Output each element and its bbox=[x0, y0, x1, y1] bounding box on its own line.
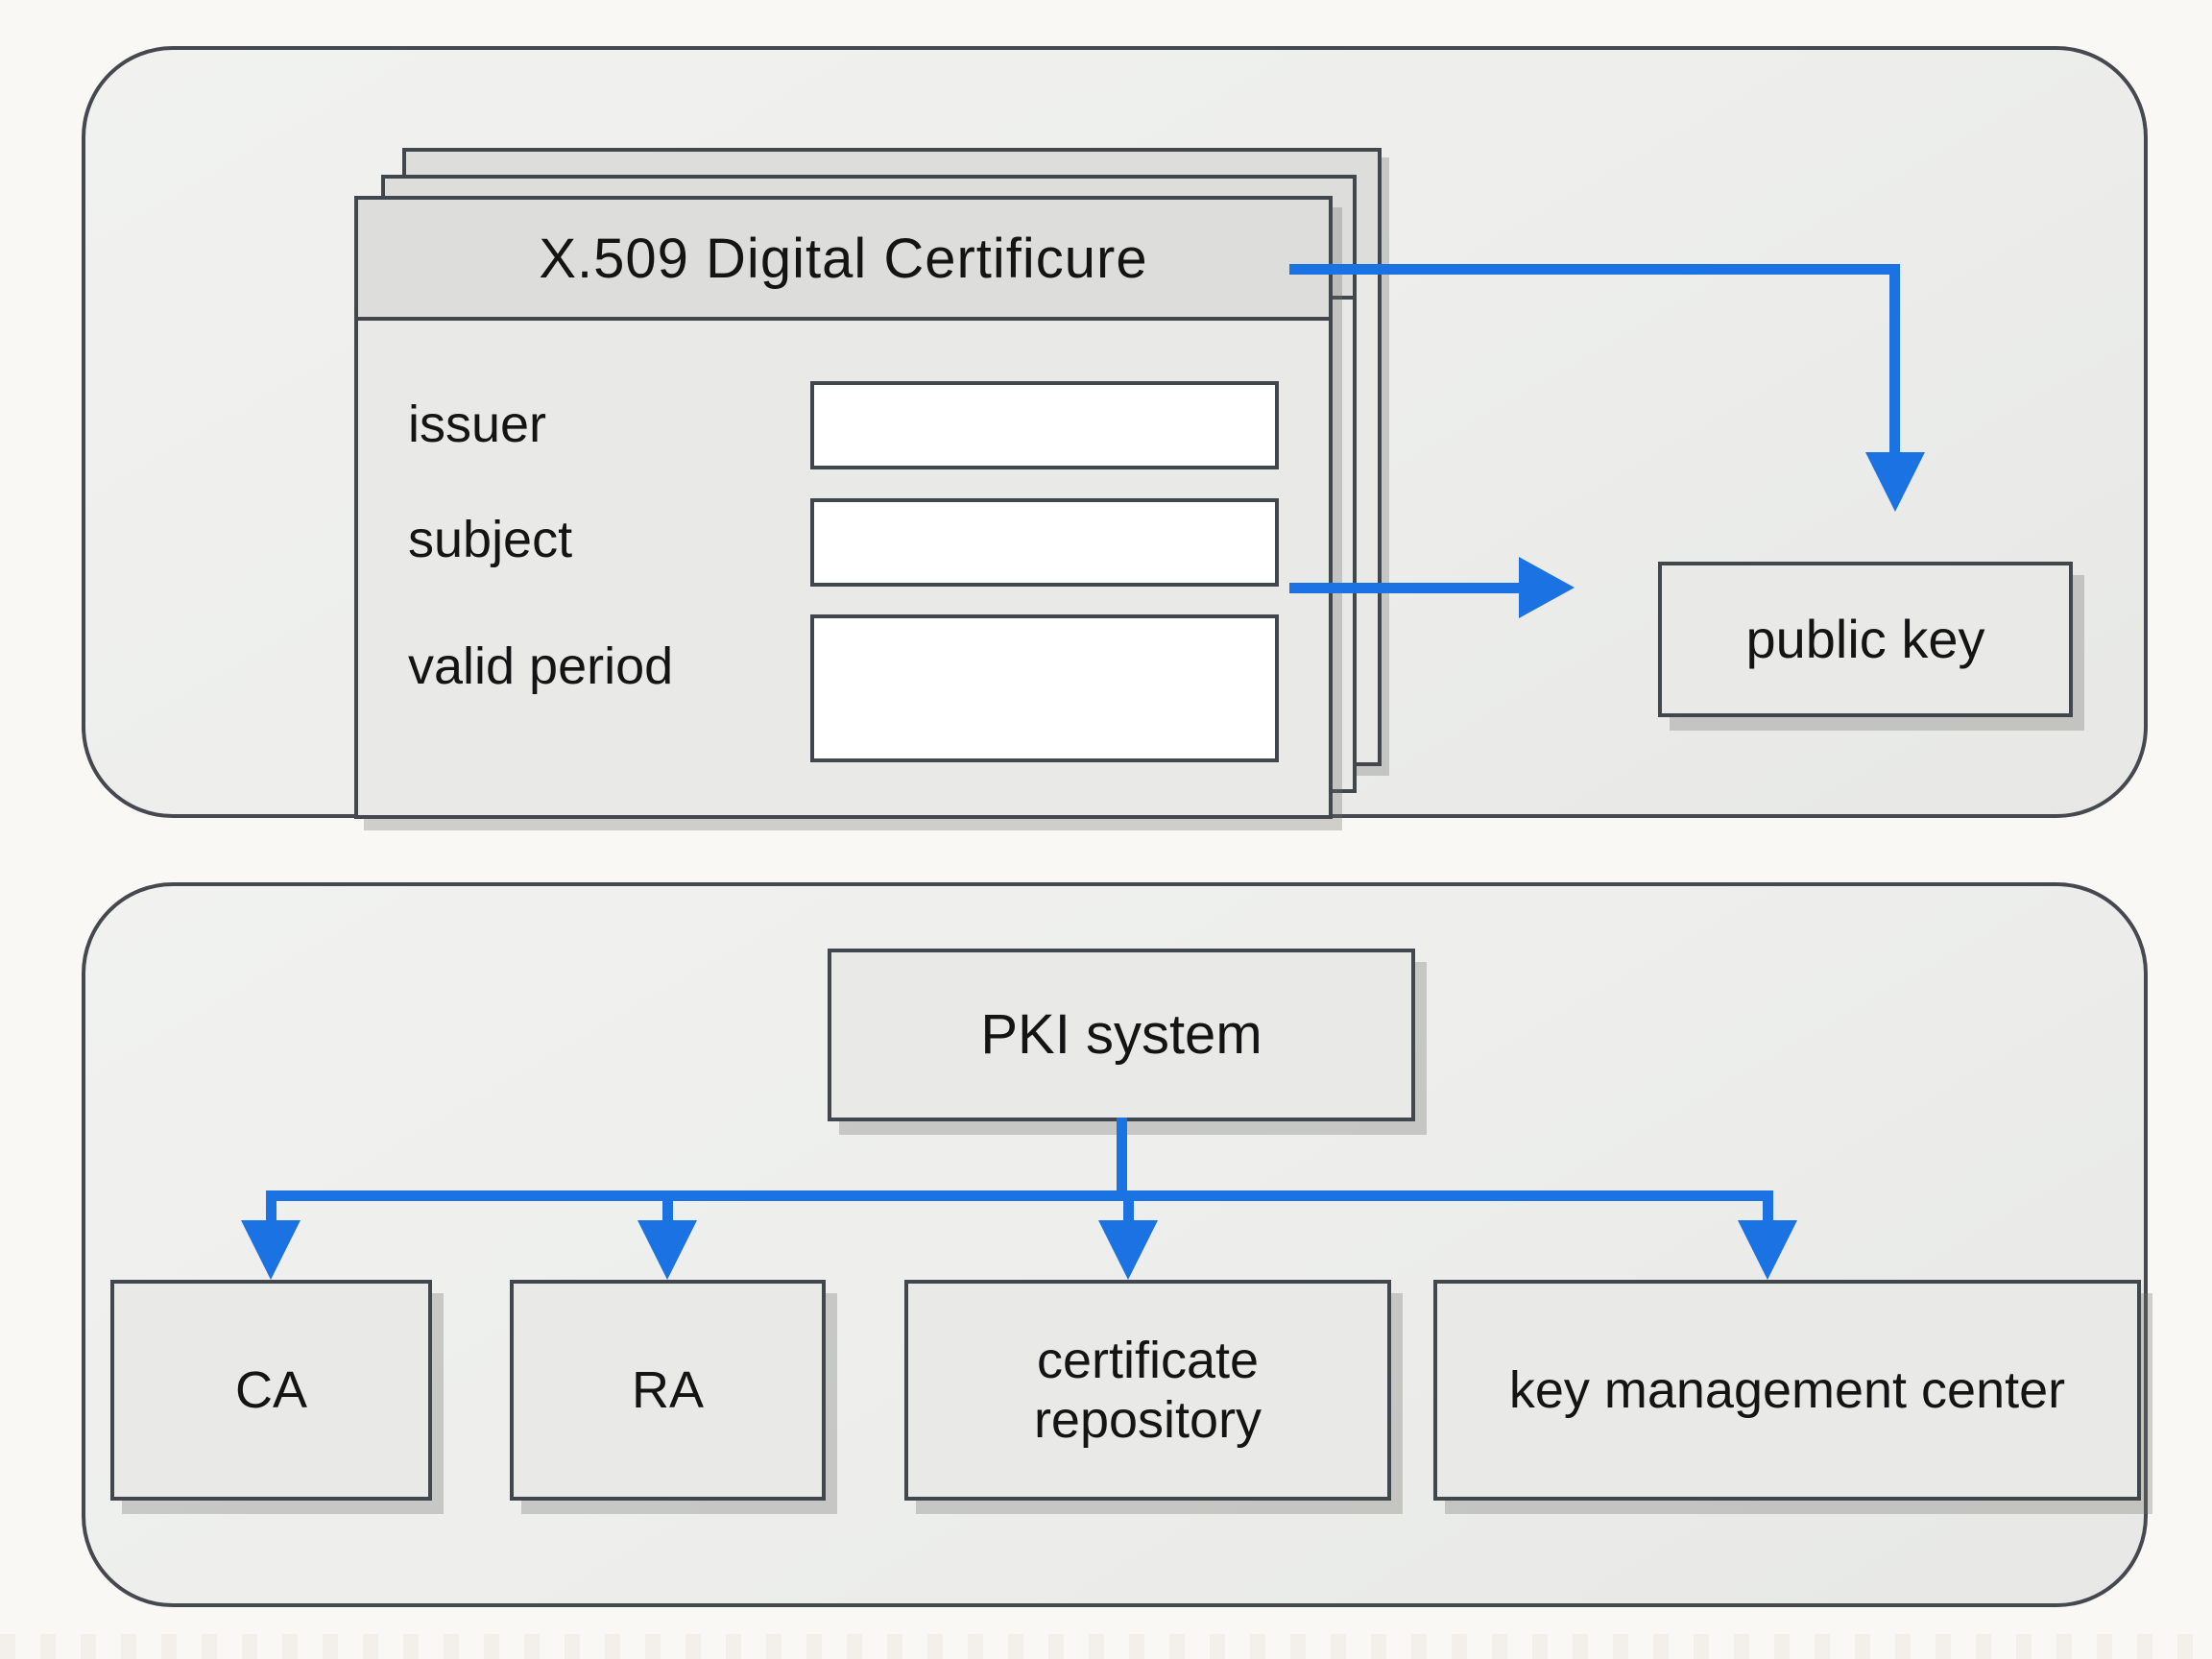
arrowhead-down-icon bbox=[241, 1220, 301, 1280]
connector-bus bbox=[266, 1190, 1773, 1201]
arrowhead-down-icon bbox=[1098, 1220, 1158, 1280]
arrow-segment bbox=[1289, 583, 1520, 593]
connector-drop bbox=[1763, 1190, 1773, 1227]
arrowhead-down-icon bbox=[1865, 452, 1925, 512]
certificate-title-bar: X.509 Digital Certificure bbox=[358, 200, 1329, 321]
arrowhead-right-icon bbox=[1519, 557, 1575, 618]
public-key-box: public key bbox=[1658, 562, 2073, 717]
subject-value-box bbox=[810, 498, 1279, 587]
pki-system-label: PKI system bbox=[980, 1002, 1262, 1066]
connector-drop bbox=[266, 1190, 276, 1227]
arrow-segment bbox=[1289, 264, 1899, 275]
issuer-field-label: issuer bbox=[408, 396, 547, 453]
bottom-noise-strip bbox=[0, 1634, 2212, 1659]
key-management-center-label: key management center bbox=[1508, 1360, 2066, 1419]
certificate-repository-box: certificate repository bbox=[904, 1280, 1391, 1501]
valid-period-value-box bbox=[810, 614, 1279, 762]
arrow-segment bbox=[1889, 264, 1900, 461]
certificate-repository-label: certificate repository bbox=[1033, 1331, 1262, 1449]
certificate-title: X.509 Digital Certificure bbox=[539, 227, 1148, 290]
certificate-section-panel: X.509 Digital Certificure issuer subject… bbox=[82, 46, 2148, 819]
connector-trunk bbox=[1117, 1118, 1127, 1196]
pki-system-box: PKI system bbox=[828, 949, 1415, 1121]
arrowhead-down-icon bbox=[637, 1220, 697, 1280]
ca-label: CA bbox=[234, 1360, 307, 1419]
ra-label: RA bbox=[631, 1360, 704, 1419]
public-key-label: public key bbox=[1745, 608, 1985, 669]
connector-drop bbox=[1123, 1190, 1134, 1227]
arrowhead-down-icon bbox=[1738, 1220, 1797, 1280]
ra-box: RA bbox=[510, 1280, 826, 1501]
key-management-center-box: key management center bbox=[1433, 1280, 2141, 1501]
subject-field-label: subject bbox=[408, 511, 573, 568]
connector-drop bbox=[662, 1190, 673, 1227]
ca-box: CA bbox=[110, 1280, 432, 1501]
issuer-value-box bbox=[810, 381, 1279, 469]
certificate-card: X.509 Digital Certificure issuer subject… bbox=[354, 196, 1333, 819]
valid-period-field-label: valid period bbox=[408, 637, 674, 695]
